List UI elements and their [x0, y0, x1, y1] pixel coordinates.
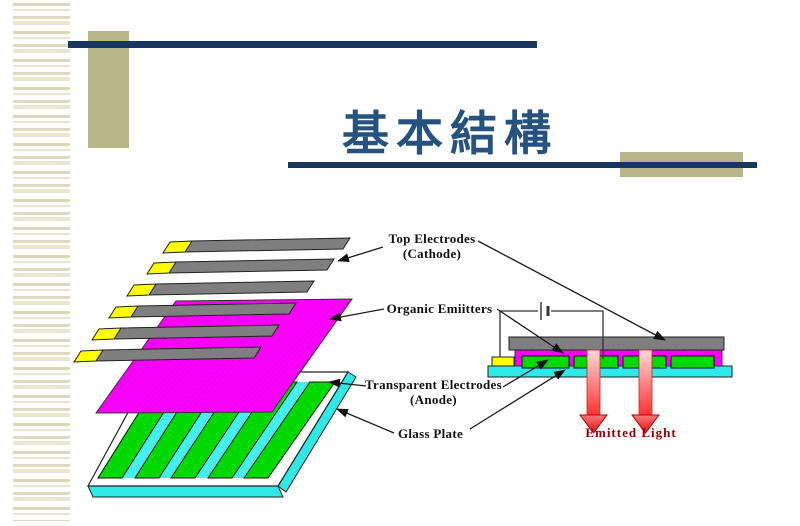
left-stripe-decoration: [13, 3, 70, 521]
emitted-light-arrows: [579, 349, 660, 434]
cross-section-stack: [487, 336, 733, 378]
label-transparent-electrodes-line2: (Anode): [410, 392, 457, 407]
anode-blocks: [521, 355, 715, 369]
label-emitted-light: Emitted Light: [585, 425, 677, 440]
label-transparent-electrodes: Transparent Electrodes (Anode): [356, 377, 511, 407]
wire-right: [551, 310, 604, 359]
page-title: 基本結構: [342, 109, 558, 162]
battery-icon: [540, 302, 550, 320]
label-top-electrodes: Top Electrodes (Cathode): [368, 231, 496, 261]
contact-pad: [491, 356, 515, 367]
navy-rule-top: [68, 41, 537, 48]
navy-rule-under-title: [288, 162, 757, 168]
label-organic-emitters: Organic Emiitters: [386, 301, 493, 316]
label-top-electrodes-line2: (Cathode): [402, 246, 462, 261]
label-top-electrodes-line1: Top Electrodes: [388, 231, 476, 246]
label-glass-plate: Glass Plate: [397, 426, 464, 441]
label-transparent-electrodes-line1: Transparent Electrodes: [365, 377, 502, 392]
pointer-arrows: [328, 240, 666, 434]
tan-block-top-left: [88, 31, 129, 148]
cathode-bars-3d: [73, 237, 351, 363]
